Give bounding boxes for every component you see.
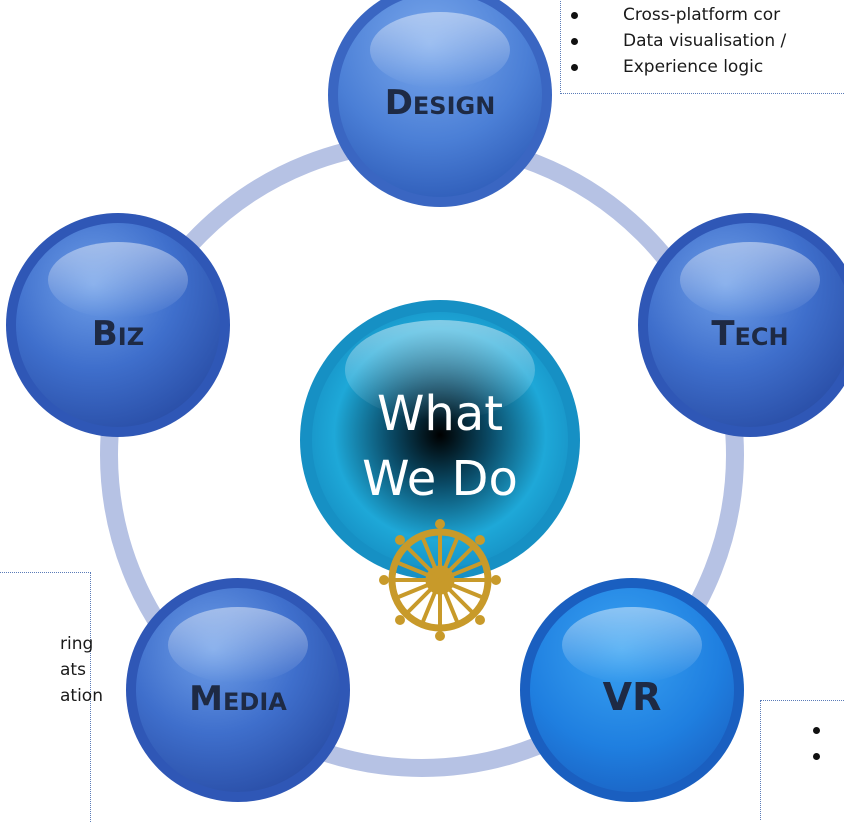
center-node[interactable]: What We Do [300,300,580,580]
node-label: VR [603,675,662,719]
vr-callout [760,700,844,820]
list-item: Data visualisation / [561,28,844,54]
callout-text: Experience logic [623,57,764,77]
media-callout: ring ats ation [0,572,103,822]
center-title-line2: We Do [362,451,518,507]
ships-wheel-icon [379,519,501,641]
callout-text: Cross-platform cor [623,5,781,25]
list-item [761,743,844,769]
node-label: Media [189,679,287,719]
list-item: ats [0,657,90,683]
node-biz[interactable]: Biz [6,213,230,437]
node-design[interactable]: Design [328,0,552,207]
bullet-icon [571,64,578,71]
bullet-icon [571,38,578,45]
list-item: ring [0,631,94,657]
design-callout: Cross-platform cor Data visualisation / … [560,0,844,94]
list-item: Experience logic [561,54,844,80]
callout-text: ats [60,660,86,680]
node-label: Design [385,83,496,123]
list-item: ation [0,683,103,709]
center-title-line1: What [377,386,503,442]
bullet-icon [813,753,820,760]
list-item [761,717,844,743]
node-label: Biz [92,314,144,354]
node-media[interactable]: Media [126,578,350,802]
node-vr[interactable]: VR [520,578,744,802]
list-item: Cross-platform cor [561,2,844,28]
callout-text: Data visualisation / [623,31,787,51]
bullet-icon [571,12,578,19]
bullet-icon [813,727,820,734]
callout-text: ring [60,634,94,654]
node-tech[interactable]: Tech [638,213,844,437]
callout-text: ation [60,686,103,706]
node-label: Tech [711,314,788,354]
